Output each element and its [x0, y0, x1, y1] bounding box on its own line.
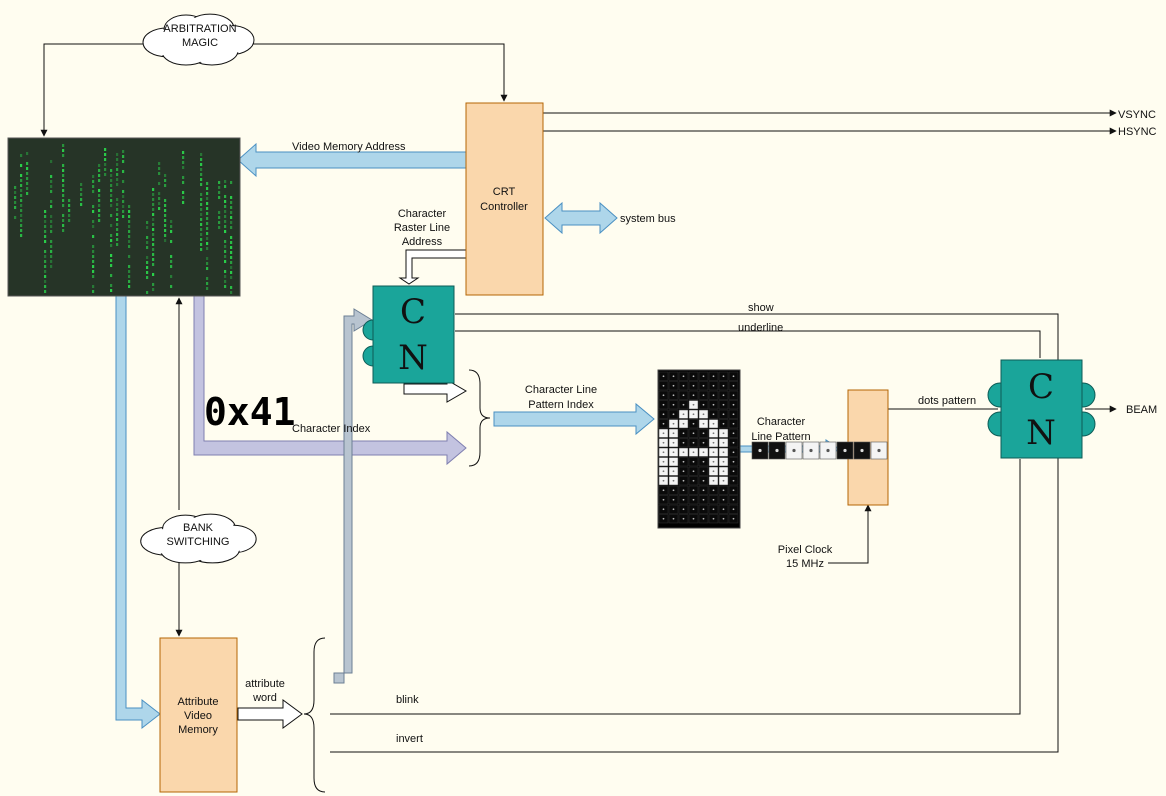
- bank-label-2: SWITCHING: [167, 536, 230, 548]
- raster-label-1: Character: [398, 208, 447, 220]
- pixel-clock-label-1: Pixel Clock: [778, 544, 833, 556]
- blink-label: blink: [396, 694, 419, 706]
- char-index-label: Character Index: [292, 423, 371, 435]
- mux-left-bottom: N: [398, 338, 428, 378]
- pattern-index-label-1: Character Line: [525, 384, 597, 396]
- dots-pattern-label: dots pattern: [918, 395, 976, 407]
- arbitration-label-2: MAGIC: [182, 37, 218, 49]
- video-address-label: Video Memory Address: [292, 141, 406, 153]
- line-pattern-label-2: Line Pattern: [751, 431, 810, 443]
- cn-mux-left: C N: [363, 286, 454, 383]
- hex-value-label: 0x41: [204, 390, 296, 434]
- raster-label-3: Address: [402, 236, 443, 248]
- bank-label-1: BANK: [183, 522, 214, 534]
- attribute-feedback-arrow: [334, 309, 372, 683]
- cn-mux-right: C N: [988, 360, 1095, 458]
- mux-right-top: C: [1028, 367, 1054, 407]
- pixel-clock-label-2: 15 MHz: [786, 558, 824, 570]
- attr-label-3: Memory: [178, 724, 218, 736]
- vsync-label: VSYNC: [1118, 109, 1156, 121]
- raster-address-arrow: [400, 250, 466, 284]
- underline-label: underline: [738, 322, 783, 334]
- attr-label-2: Video: [184, 710, 212, 722]
- attr-word-hollow-arrow: [238, 700, 302, 728]
- screen-to-attr-bus-arrow: [116, 296, 160, 728]
- brace-right: [469, 370, 490, 466]
- invert-label: invert: [396, 733, 423, 745]
- hsync-label: HSYNC: [1118, 126, 1157, 138]
- beam-label: BEAM: [1126, 404, 1157, 416]
- pattern-index-label-2: Pattern Index: [528, 399, 594, 411]
- line-pattern-label-1: Character: [757, 416, 806, 428]
- character-glyph-grid: [658, 370, 740, 528]
- attr-label-1: Attribute: [178, 696, 219, 708]
- system-bus-label: system bus: [620, 213, 676, 225]
- raster-label-2: Raster Line: [394, 222, 450, 234]
- show-label: show: [748, 302, 774, 314]
- system-bus-arrow: [545, 203, 617, 233]
- crt-controller-box: [466, 103, 543, 295]
- brace-left: [304, 638, 325, 792]
- attr-word-label-2: word: [252, 692, 277, 704]
- mux-right-bottom: N: [1026, 413, 1056, 453]
- crt-label-2: Controller: [480, 201, 528, 213]
- attr-word-label-1: attribute: [245, 678, 285, 690]
- arbitration-label-1: ARBITRATION: [163, 23, 236, 35]
- mux-left-top: C: [400, 292, 426, 332]
- crt-label-1: CRT: [493, 186, 516, 198]
